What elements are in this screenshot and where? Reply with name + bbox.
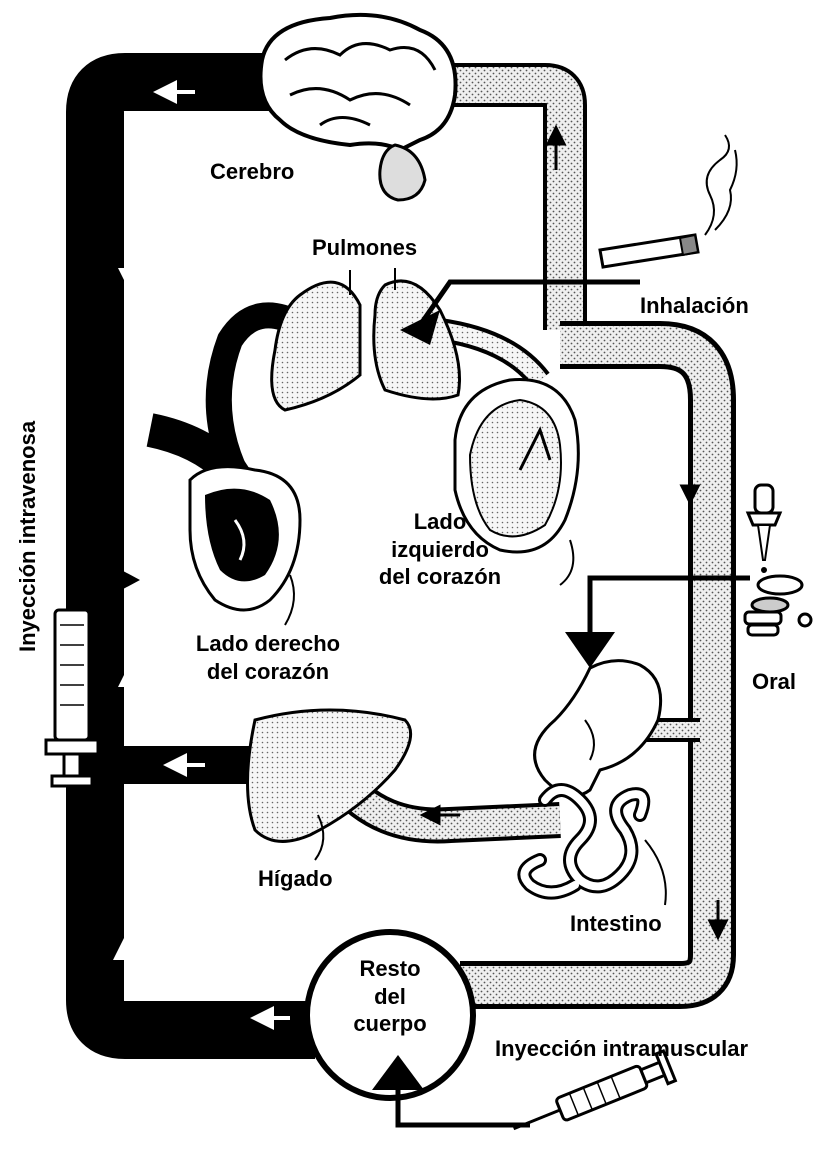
im-injection-label: Inyección intramuscular: [495, 1035, 748, 1063]
right-heart-label-line-2: del corazón: [168, 658, 368, 686]
brain-label: Cerebro: [210, 158, 294, 186]
left-heart-label-line-3: del corazón: [360, 563, 520, 591]
oral-label: Oral: [752, 668, 796, 696]
inhalation-label: Inhalación: [640, 292, 749, 320]
left-heart-label: Lado izquierdo del corazón: [360, 508, 520, 591]
left-heart-label-line-2: izquierdo: [360, 536, 520, 564]
syringe-icon-intramuscular: [508, 1051, 676, 1144]
intestine-icon: [524, 790, 643, 893]
left-heart-label-line-1: Lado: [360, 508, 520, 536]
stomach-icon: [535, 661, 661, 796]
rest-of-body-label-line-2: del: [330, 983, 450, 1011]
liver-label: Hígado: [258, 865, 333, 893]
aorta-to-brain: [440, 85, 565, 330]
right-heart-label-line-1: Lado derecho: [168, 630, 368, 658]
dropper-icon: [748, 485, 780, 573]
pills-icon: [745, 576, 811, 635]
right-heart-icon: [190, 467, 300, 610]
lungs-label: Pulmones: [312, 234, 417, 262]
right-heart-label: Lado derecho del corazón: [168, 630, 368, 685]
rest-of-body-label-line-3: cuerpo: [330, 1010, 450, 1038]
rest-of-body-label-line-1: Resto: [330, 955, 450, 983]
intestine-label: Intestino: [570, 910, 662, 938]
rest-of-body-label: Resto del cuerpo: [330, 955, 450, 1038]
cigarette-icon: [600, 135, 737, 267]
iv-injection-label: Inyección intravenosa: [14, 421, 42, 652]
